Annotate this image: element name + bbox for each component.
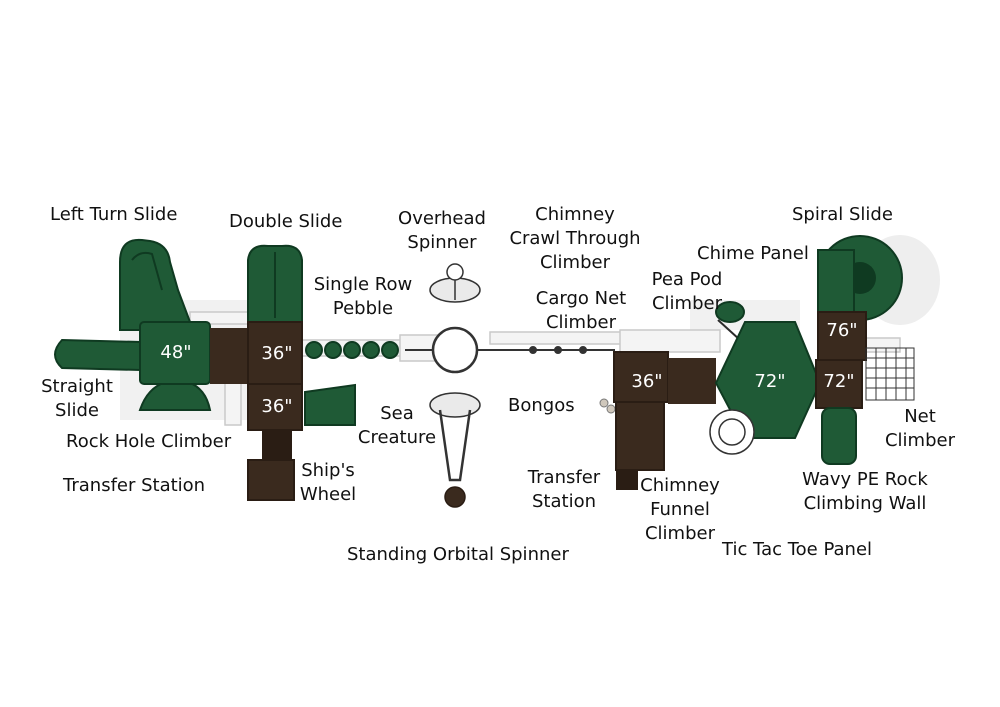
wall-panel-left — [304, 383, 356, 426]
deck-height-36-right: 36" — [631, 371, 662, 392]
single-row-pebble — [305, 341, 399, 359]
sea-creature — [429, 392, 481, 508]
pea-pod-climber — [715, 301, 745, 341]
deck-height-72-hex: 72" — [754, 371, 785, 392]
label-left-turn-slide: Left Turn Slide — [50, 204, 178, 225]
overhead-spinner — [429, 263, 481, 303]
wavy-pe-rock-wall — [821, 407, 857, 465]
spiral-slide — [817, 235, 903, 321]
label-pea-pod-climber: Pea Pod Climber — [651, 269, 723, 314]
label-net-climber: Net Climber — [884, 406, 955, 451]
left-tower-decks — [210, 321, 303, 501]
net-climber — [865, 347, 915, 401]
deck-height-76: 76" — [826, 320, 857, 341]
deck-height-48: 48" — [160, 342, 191, 363]
label-rock-hole-climber: Rock Hole Climber — [66, 431, 232, 452]
label-chimney-funnel-climber: Chimney Funnel Climber — [640, 475, 720, 544]
orbital-hub — [405, 326, 505, 374]
label-transfer-station-left: Transfer Station — [63, 475, 206, 496]
label-wavy-pe-rock-climbing-wall: Wavy PE Rock Climbing Wall — [802, 469, 928, 514]
right-tower-decks — [613, 351, 716, 490]
deck-height-72-tower: 72" — [823, 371, 854, 392]
label-standing-orbital-spinner: Standing Orbital Spinner — [347, 544, 569, 565]
label-bongos: Bongos — [508, 395, 575, 416]
label-ships-wheel: Ship's Wheel — [299, 460, 357, 505]
bongos — [599, 398, 616, 414]
label-straight-slide: Straight Slide — [41, 376, 113, 421]
label-double-slide: Double Slide — [229, 211, 343, 232]
label-tic-tac-toe-panel: Tic Tac Toe Panel — [722, 539, 873, 560]
deck-height-36-bottom: 36" — [261, 396, 292, 417]
label-cargo-net-climber: Cargo Net Climber — [535, 288, 627, 333]
straight-slide — [54, 338, 141, 372]
label-single-row-pebble: Single Row Pebble — [313, 274, 413, 319]
label-overhead-spinner: Overhead Spinner — [398, 208, 486, 253]
spiral-tower-decks — [815, 311, 867, 409]
double-slide — [247, 244, 303, 323]
tic-tac-toe-panel — [709, 409, 755, 455]
label-spiral-slide: Spiral Slide — [792, 204, 893, 225]
deck-height-36-top: 36" — [261, 343, 292, 364]
label-sea-creature: Sea Creature — [357, 403, 437, 448]
cargo-net-climber — [505, 346, 615, 354]
label-chimney-crawl-through-climber: Chimney Crawl Through Climber — [509, 204, 641, 273]
left-turn-slide — [119, 238, 192, 331]
label-chime-panel: Chime Panel — [697, 243, 809, 264]
hex-deck-72 — [714, 321, 822, 439]
label-transfer-station-right: Transfer Station — [527, 467, 601, 512]
